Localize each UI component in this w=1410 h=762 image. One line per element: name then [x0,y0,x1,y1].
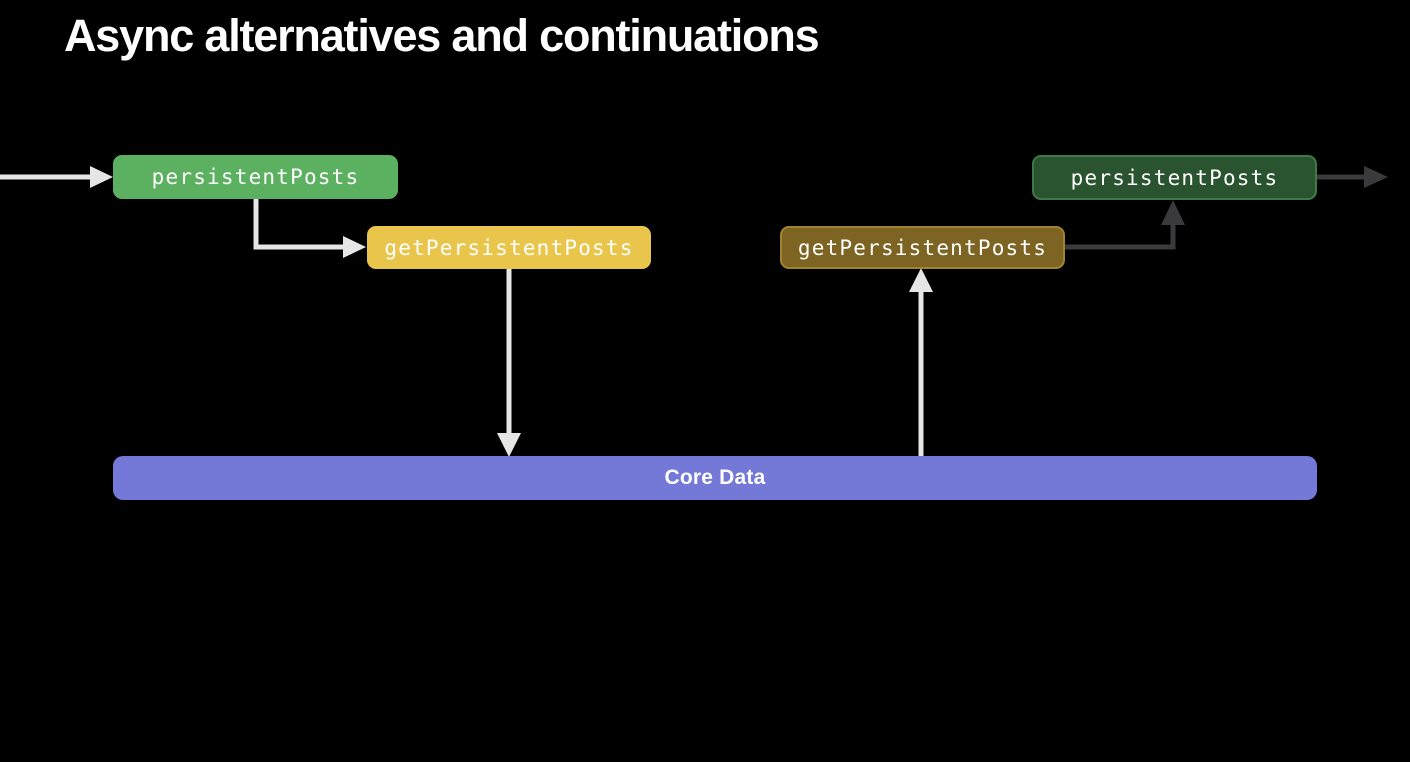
node-get-persistent-posts-left-label: getPersistentPosts [384,235,634,260]
entry-arrow [0,166,113,188]
node-persistent-posts-right-label: persistentPosts [1070,165,1279,190]
node-core-data: Core Data [113,456,1317,500]
up-arrow-from-core-data [909,268,933,456]
node-persistent-posts-right: persistentPosts [1032,155,1317,200]
node-get-persistent-posts-left: getPersistentPosts [367,226,651,269]
node-get-persistent-posts-right-label: getPersistentPosts [797,235,1048,260]
slide-title: Async alternatives and continuations [64,10,820,61]
elbow-arrow-to-get-persistent-posts [253,199,366,258]
down-arrow-to-core-data [497,269,521,457]
node-persistent-posts-left: persistentPosts [113,155,398,199]
node-persistent-posts-left-label: persistentPosts [151,165,360,189]
node-get-persistent-posts-right: getPersistentPosts [780,226,1065,269]
exit-arrow [1317,166,1388,188]
elbow-arrow-to-persistent-posts-right [1065,200,1185,250]
node-core-data-label: Core Data [664,466,766,489]
